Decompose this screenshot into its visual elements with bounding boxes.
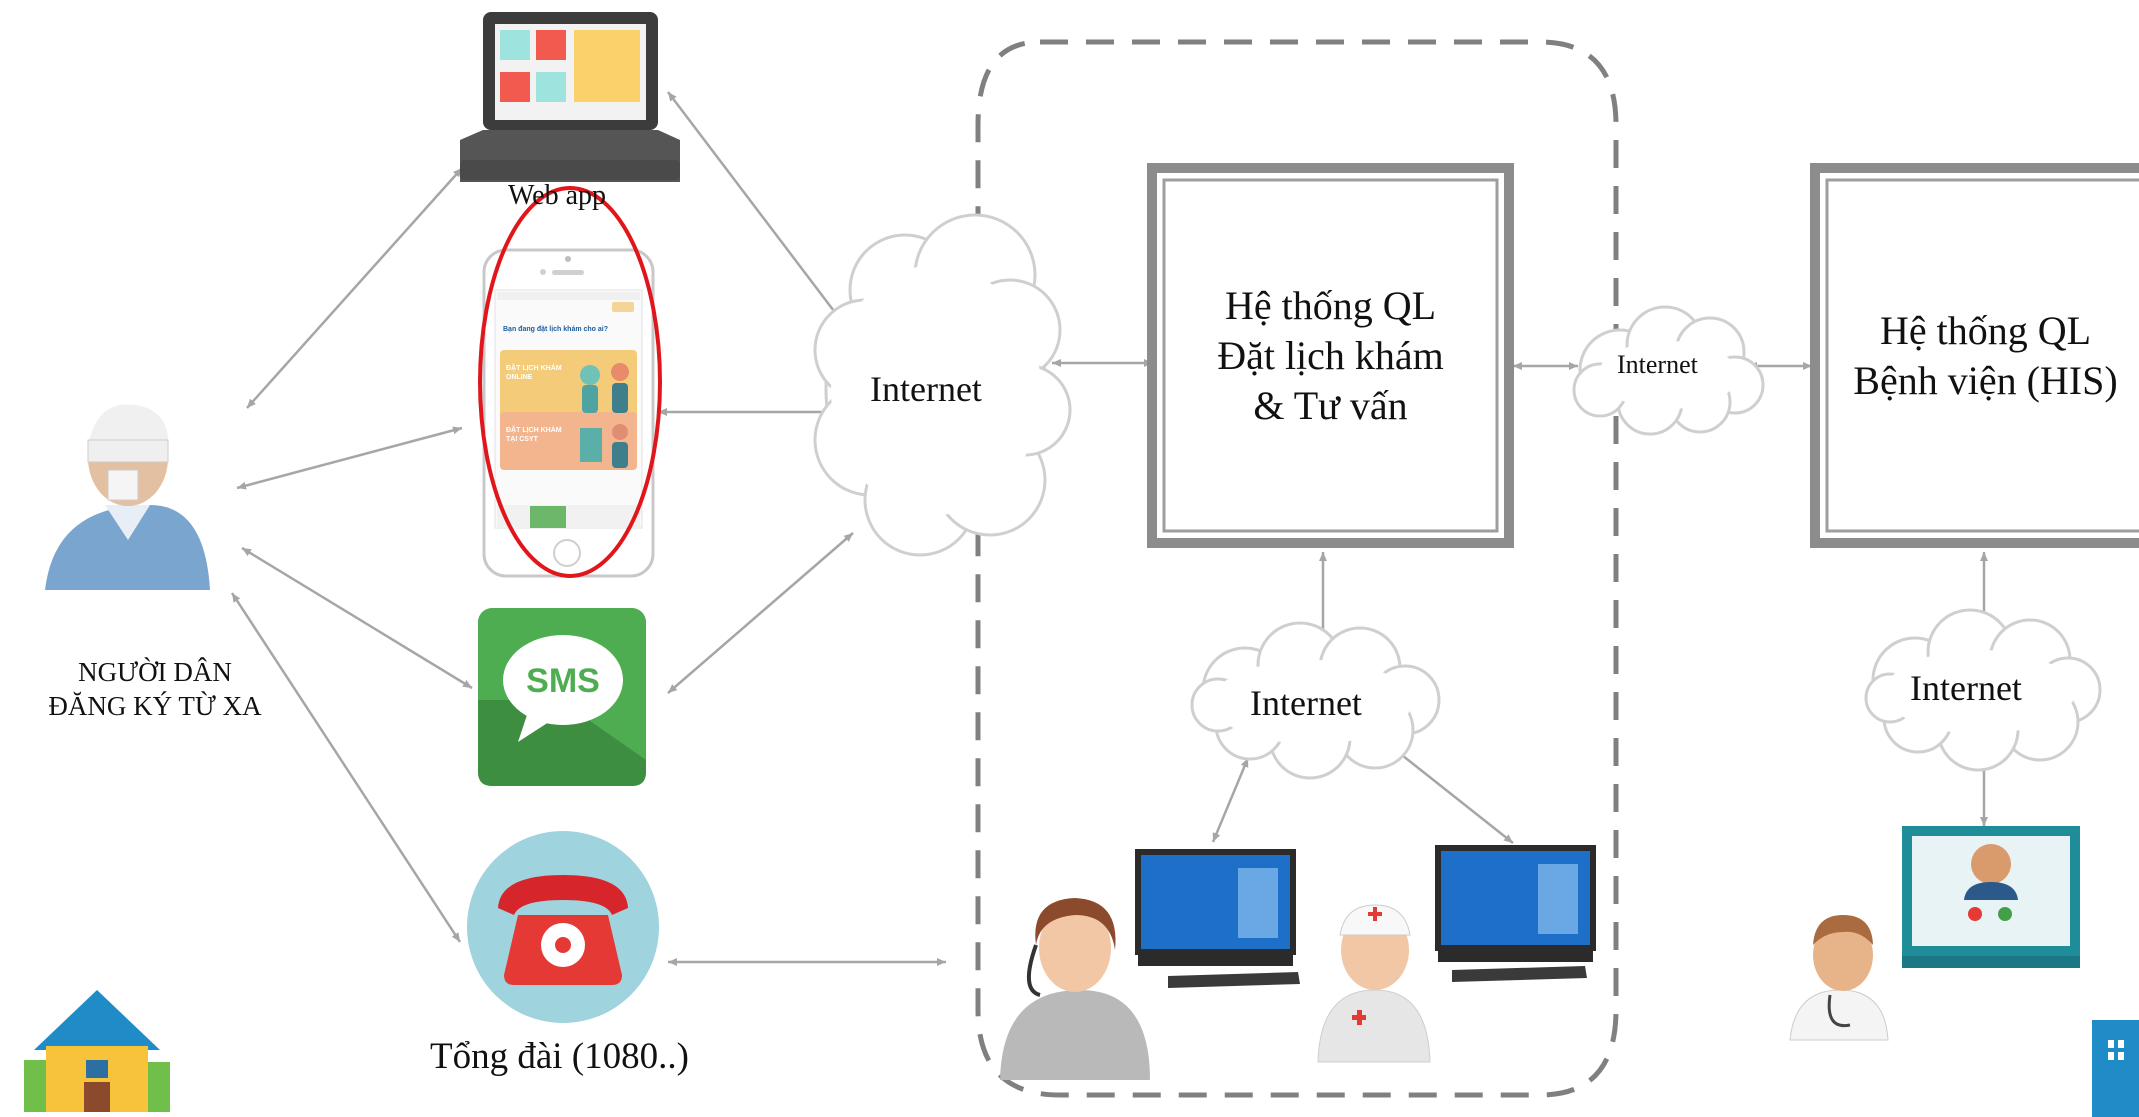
his-system-label: Hệ thống QL Bệnh viện (HIS) [1832, 185, 2139, 526]
phone-card-online-line1: ĐẶT LỊCH KHÁM [506, 365, 562, 372]
internet-main-cloud [813, 213, 1072, 557]
computer-monitor-icon [1135, 849, 1300, 988]
booking-system-line3: & Tư vấn [1253, 382, 1408, 428]
booking-system-box [1147, 163, 1514, 548]
phone-card-facility-line2: TẠI CSYT [506, 436, 538, 443]
booking-system-line2: Đặt lịch khám [1217, 332, 1444, 378]
telephone-icon [467, 831, 659, 1023]
phone-card-online[interactable]: ĐẶT LỊCH KHÁM ONLINE [506, 364, 562, 382]
arrow-sms-internet [667, 532, 854, 694]
booking-center-boundary [975, 39, 1619, 1098]
phone-card-online-line2: ONLINE [506, 374, 533, 381]
internet-mid-cloud [1572, 305, 1765, 436]
arrow-staffnet-pc1 [1211, 757, 1250, 843]
internet-staff-label: Internet [1250, 683, 1362, 723]
telemedicine-monitor-icon [1902, 826, 2080, 968]
arrow-webapp-internet [667, 91, 844, 324]
citizen-label-line2: ĐĂNG KÝ TỪ XA [48, 691, 262, 721]
web-app-label: Web app [508, 180, 607, 211]
sms-label: SMS [526, 662, 600, 700]
connector-arrows [230, 91, 1988, 966]
doctor-avatar-icon [1789, 915, 1889, 1041]
hotline-label: Tổng đài (1080..) [430, 1036, 689, 1077]
citizen-label: NGƯỜI DÂN ĐĂNG KÝ TỪ XA [10, 655, 300, 723]
citizen-avatar-icon [45, 404, 210, 590]
sms-app-icon [478, 608, 646, 786]
internet-hospital-label: Internet [1910, 668, 2022, 708]
smartphone-icon [482, 248, 655, 578]
phone-card-facility-line1: ĐẶT LỊCH KHÁM [506, 427, 562, 434]
highlight-ring [478, 186, 662, 578]
phone-question-text: Bạn đang đặt lịch khám cho ai? [503, 326, 609, 333]
internet-hospital-cloud [1864, 608, 2102, 772]
internet-main-label: Internet [870, 369, 982, 409]
booking-system-line1: Hệ thống QL [1224, 282, 1437, 328]
arrow-staffnet-pc2 [1392, 747, 1514, 844]
computer-monitor-icon [1435, 845, 1596, 982]
phone-card-facility[interactable]: ĐẶT LỊCH KHÁM TẠI CSYT [506, 426, 562, 444]
hospital-building-icon [2092, 1020, 2139, 1117]
cloud-icon [813, 213, 2102, 780]
operator-avatar-icon [1000, 898, 1150, 1080]
his-system-line2: Bệnh viện (HIS) [1853, 357, 2118, 403]
his-system-box [1810, 163, 2139, 548]
arrow-citizen-webapp [246, 167, 463, 409]
laptop-icon [460, 12, 680, 182]
house-icon [4, 978, 184, 1117]
internet-mid-label: Internet [1617, 350, 1698, 379]
arrow-citizen-hotline [230, 592, 462, 943]
his-system-line1: Hệ thống QL [1879, 307, 2092, 353]
internet-staff-cloud [1190, 621, 1441, 780]
booking-system-label: Hệ thống QL Đặt lịch khám & Tư vấn [1169, 185, 1492, 526]
nurse-avatar-icon [1317, 904, 1431, 1063]
citizen-label-line1: NGƯỜI DÂN [78, 657, 232, 687]
arrow-citizen-mobile [236, 426, 463, 490]
